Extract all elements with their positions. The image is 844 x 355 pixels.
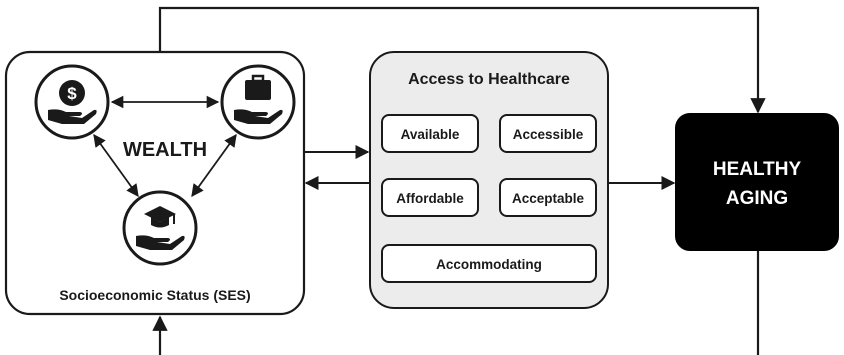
access-item-accommodating-label: Accommodating <box>436 257 542 272</box>
healthy-aging-line2: AGING <box>726 188 788 209</box>
access-item-accommodating: Accommodating <box>381 244 597 283</box>
graduation-cap-hand-icon <box>122 190 198 266</box>
access-item-available: Available <box>381 114 479 153</box>
access-title: Access to Healthcare <box>408 71 570 88</box>
access-item-affordable: Affordable <box>381 178 479 217</box>
access-item-affordable-label: Affordable <box>396 191 464 206</box>
access-item-accessible: Accessible <box>499 114 597 153</box>
access-item-acceptable: Acceptable <box>499 178 597 217</box>
dollar-hand-icon: $ <box>34 64 110 140</box>
access-item-accessible-label: Accessible <box>513 127 584 142</box>
wealth-label: WEALTH <box>123 139 207 161</box>
feedback-loop-top <box>158 6 766 114</box>
healthy-aging-line1: HEALTHY <box>713 159 802 180</box>
wealth-arrows <box>93 95 237 198</box>
svg-text:$: $ <box>67 84 77 103</box>
access-item-available-label: Available <box>401 127 460 142</box>
ses-caption: Socioeconomic Status (SES) <box>59 287 250 303</box>
healthy-aging-box <box>675 113 839 251</box>
briefcase-hand-icon <box>220 64 296 140</box>
access-item-acceptable-label: Acceptable <box>512 191 585 206</box>
feedback-loop-bottom <box>152 250 760 355</box>
